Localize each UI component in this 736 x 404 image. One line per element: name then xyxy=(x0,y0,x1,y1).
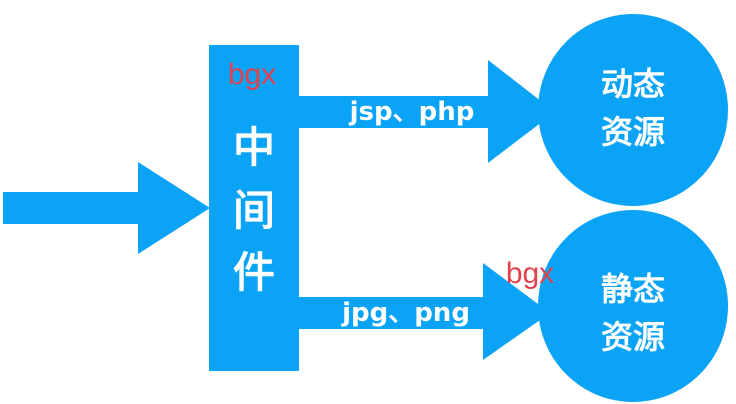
static-edge-label: jpg、png xyxy=(341,298,470,328)
middleware-watermark: bgx xyxy=(228,58,276,91)
incoming-arrow xyxy=(3,162,210,254)
middleware-label-char-3: 件 xyxy=(233,248,275,297)
static-node-label-line-1: 静态 xyxy=(601,270,665,308)
dynamic-node-label-line-1: 动态 xyxy=(601,65,665,103)
middleware-label-char-2: 间 xyxy=(233,186,275,235)
dynamic-node-label-line-2: 资源 xyxy=(601,113,665,151)
dynamic-arrow xyxy=(299,60,555,163)
static-node-label-line-2: 资源 xyxy=(601,318,665,356)
static-resource-node xyxy=(538,210,728,402)
dynamic-edge-label: jsp、php xyxy=(349,97,475,127)
static-arrow xyxy=(299,263,550,360)
middleware-label-char-1: 中 xyxy=(233,123,275,172)
dynamic-resource-node xyxy=(538,14,728,206)
static-node-watermark: bgx xyxy=(506,257,554,290)
middleware-box xyxy=(209,45,299,371)
